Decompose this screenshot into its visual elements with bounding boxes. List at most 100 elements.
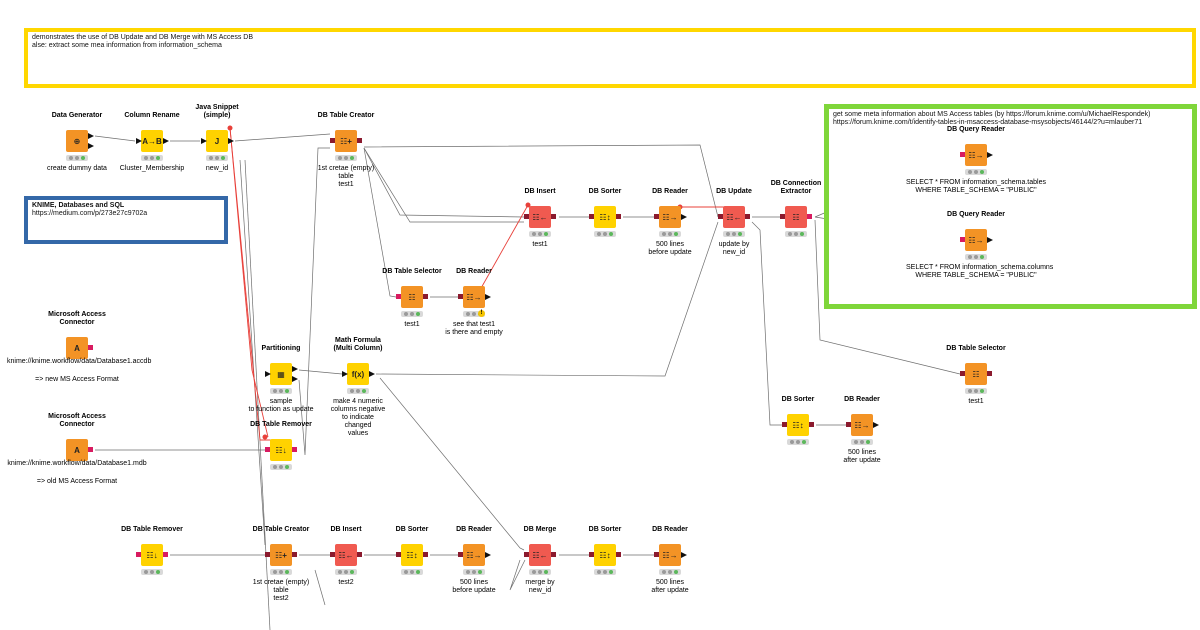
node-icon[interactable]: ☷← <box>723 206 745 228</box>
node-icon[interactable]: ☷+ <box>270 544 292 566</box>
output-port[interactable] <box>745 214 750 219</box>
input-port[interactable] <box>136 138 142 144</box>
node-icon[interactable]: ☷↓ <box>141 544 163 566</box>
input-port[interactable] <box>960 237 965 242</box>
input-port[interactable] <box>782 422 787 427</box>
input-port[interactable] <box>960 371 965 376</box>
node-icon[interactable]: ☷→ <box>965 229 987 251</box>
node-icon[interactable]: ☷↕ <box>401 544 423 566</box>
connection[interactable] <box>363 144 719 218</box>
output-port[interactable] <box>807 214 812 219</box>
output-port[interactable] <box>88 447 93 452</box>
connection[interactable] <box>375 221 719 377</box>
node-icon[interactable]: ☷↓ <box>270 439 292 461</box>
output-port[interactable] <box>551 552 556 557</box>
node-icon[interactable]: A <box>66 439 88 461</box>
node-icon[interactable]: ☷↕ <box>594 544 616 566</box>
node-icon[interactable]: ☷ <box>785 206 807 228</box>
output-port[interactable] <box>228 138 234 144</box>
input-port[interactable] <box>330 138 335 143</box>
connection[interactable] <box>314 569 326 606</box>
output-port[interactable] <box>987 371 992 376</box>
output-port[interactable] <box>423 552 428 557</box>
connection[interactable] <box>229 127 272 441</box>
flow-variable-port[interactable] <box>227 125 233 131</box>
output-port[interactable] <box>987 152 993 158</box>
connection[interactable] <box>298 147 330 456</box>
output-port[interactable] <box>485 552 491 558</box>
connection[interactable] <box>751 221 782 426</box>
input-port[interactable] <box>589 214 594 219</box>
node-icon[interactable]: ☷ <box>965 363 987 385</box>
output-port[interactable] <box>616 214 621 219</box>
output-port[interactable] <box>88 345 93 350</box>
connection[interactable] <box>363 147 397 298</box>
node-icon[interactable]: ▦ <box>270 363 292 385</box>
input-port[interactable] <box>654 214 659 219</box>
output-port[interactable] <box>681 552 687 558</box>
output-port[interactable] <box>292 447 297 452</box>
connection[interactable] <box>814 219 961 375</box>
input-port[interactable] <box>330 552 335 557</box>
output-port[interactable] <box>485 294 491 300</box>
node-icon[interactable]: ☷← <box>529 544 551 566</box>
input-port[interactable] <box>654 552 659 557</box>
output-port[interactable] <box>681 214 687 220</box>
output-port[interactable] <box>163 138 169 144</box>
input-port[interactable] <box>524 552 529 557</box>
input-port[interactable] <box>458 552 463 557</box>
node-icon[interactable]: ☷→ <box>659 206 681 228</box>
input-port[interactable] <box>136 552 141 557</box>
output-port[interactable] <box>873 422 879 428</box>
connection[interactable] <box>363 147 525 218</box>
output-port[interactable] <box>292 376 298 382</box>
connection[interactable] <box>363 147 524 223</box>
output-port[interactable] <box>369 371 375 377</box>
input-port[interactable] <box>396 552 401 557</box>
node-icon[interactable]: ☷↕ <box>594 206 616 228</box>
node-icon[interactable]: ☷→ <box>659 544 681 566</box>
node-icon[interactable]: ⊕ <box>66 130 88 152</box>
output-port[interactable] <box>292 552 297 557</box>
connection[interactable] <box>298 369 343 375</box>
node-icon[interactable]: ☷↕ <box>787 414 809 436</box>
flow-variable-port[interactable] <box>262 434 268 440</box>
input-port[interactable] <box>201 138 207 144</box>
node-icon[interactable]: ☷→ <box>965 144 987 166</box>
output-port[interactable] <box>88 143 94 149</box>
input-port[interactable] <box>342 371 348 377</box>
connection[interactable] <box>379 377 525 551</box>
output-port[interactable] <box>88 133 94 139</box>
node-icon[interactable]: J <box>206 130 228 152</box>
connection[interactable] <box>239 159 266 546</box>
input-port[interactable] <box>524 214 529 219</box>
output-port[interactable] <box>163 552 168 557</box>
connection[interactable] <box>229 127 269 438</box>
node-icon[interactable]: ☷+ <box>335 130 357 152</box>
input-port[interactable] <box>265 371 271 377</box>
input-port[interactable] <box>718 214 723 219</box>
connection[interactable] <box>244 159 271 630</box>
connection[interactable] <box>94 135 136 142</box>
node-icon[interactable]: f(x) <box>347 363 369 385</box>
input-port[interactable] <box>846 422 851 427</box>
node-icon[interactable]: ☷→ <box>463 544 485 566</box>
output-port[interactable] <box>616 552 621 557</box>
output-port[interactable] <box>357 552 362 557</box>
output-port[interactable] <box>809 422 814 427</box>
node-icon[interactable]: ☷→ <box>463 286 485 308</box>
node-icon[interactable]: A→B <box>141 130 163 152</box>
node-icon[interactable]: ☷← <box>335 544 357 566</box>
input-port[interactable] <box>960 152 965 157</box>
connection[interactable] <box>234 133 331 142</box>
node-icon[interactable]: ☷→ <box>851 414 873 436</box>
output-port[interactable] <box>357 138 362 143</box>
connection[interactable] <box>509 559 526 591</box>
output-port[interactable] <box>551 214 556 219</box>
node-icon[interactable]: A <box>66 337 88 359</box>
input-port[interactable] <box>396 294 401 299</box>
input-port[interactable] <box>589 552 594 557</box>
output-port[interactable] <box>292 366 298 372</box>
output-port[interactable] <box>423 294 428 299</box>
input-port[interactable] <box>265 552 270 557</box>
